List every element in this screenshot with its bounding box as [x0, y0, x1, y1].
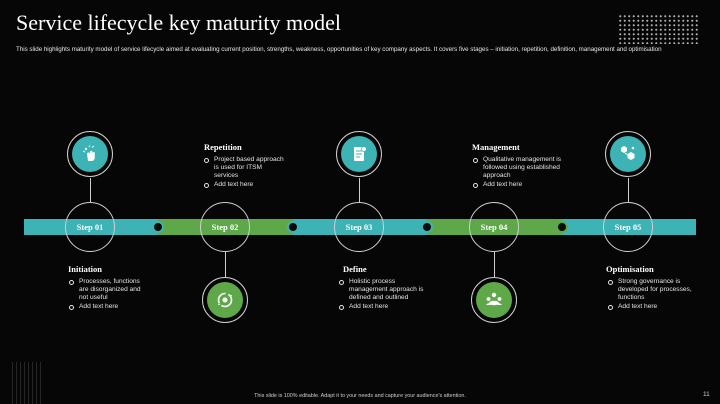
list-item: Holistic process management approach is …	[339, 278, 427, 303]
step-icon-5	[605, 131, 651, 177]
list-item: Add text here	[204, 181, 286, 189]
timeline-connector	[152, 221, 164, 233]
page-number: 11	[703, 391, 710, 398]
step-bullets-optimisation: Strong governance is developed for proce…	[608, 278, 692, 312]
step-icon-2	[202, 277, 248, 323]
step-ring-3	[334, 202, 384, 252]
step-label-5: Step 05	[614, 222, 642, 232]
list-item: Add text here	[339, 303, 427, 311]
page-subtitle: This slide highlights maturity model of …	[16, 46, 662, 53]
decorative-dot-grid	[618, 14, 700, 44]
list-item: Add text here	[608, 303, 692, 311]
timeline-connector	[287, 221, 299, 233]
step-heading-initiation: Initiation	[68, 264, 103, 274]
decorative-stripes	[12, 362, 42, 404]
step-heading-optimisation: Optimisation	[606, 264, 654, 274]
touch-hand-icon	[72, 136, 108, 172]
step-ring-5	[603, 202, 653, 252]
step-label-2: Step 02	[211, 222, 239, 232]
list-item: Add text here	[69, 303, 151, 311]
refresh-cycle-icon	[207, 282, 243, 318]
step-heading-management: Management	[472, 142, 520, 152]
footer-note: This slide is 100% editable. Adapt it to…	[254, 393, 466, 399]
icon-stem-1	[90, 178, 91, 202]
document-settings-icon	[341, 136, 377, 172]
icon-stem-4	[494, 252, 495, 278]
step-bullets-initiation: Processes, functions are disorganized an…	[69, 278, 151, 312]
step-icon-1	[67, 131, 113, 177]
step-heading-repetition: Repetition	[204, 142, 242, 152]
step-icon-4	[471, 277, 517, 323]
step-ring-1	[65, 202, 115, 252]
step-bullets-define: Holistic process management approach is …	[339, 278, 427, 312]
timeline-connector	[421, 221, 433, 233]
step-label-4: Step 04	[480, 222, 508, 232]
step-bullets-management: Qualitative management is followed using…	[473, 156, 565, 190]
step-label-1: Step 01	[76, 222, 104, 232]
step-ring-4	[469, 202, 519, 252]
timeline-connector	[556, 221, 568, 233]
page-title: Service lifecycle key maturity model	[16, 10, 341, 35]
team-meeting-icon	[476, 282, 512, 318]
step-bullets-repetition: Project based approach is used for ITSM …	[204, 156, 286, 190]
list-item: Processes, functions are disorganized an…	[69, 278, 151, 303]
step-icon-3	[336, 131, 382, 177]
list-item: Qualitative management is followed using…	[473, 156, 565, 181]
hexagon-network-icon	[610, 136, 646, 172]
icon-stem-5	[628, 178, 629, 202]
list-item: Strong governance is developed for proce…	[608, 278, 692, 303]
list-item: Project based approach is used for ITSM …	[204, 156, 286, 181]
icon-stem-2	[225, 252, 226, 278]
icon-stem-3	[359, 178, 360, 202]
step-label-3: Step 03	[345, 222, 373, 232]
step-heading-define: Define	[343, 264, 367, 274]
step-ring-2	[200, 202, 250, 252]
list-item: Add text here	[473, 181, 565, 189]
